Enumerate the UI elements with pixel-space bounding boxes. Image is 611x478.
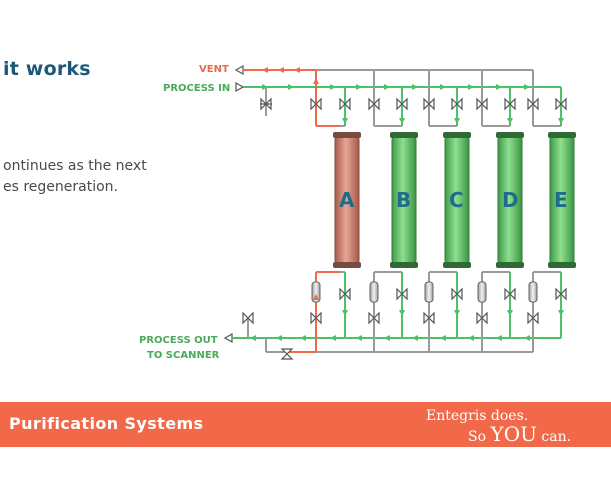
regen-flow-path [290, 70, 340, 353]
valve-icon [310, 97, 322, 111]
valve-icons [242, 97, 567, 360]
valve-icon [451, 287, 463, 301]
branch-arrows [342, 118, 564, 316]
filter-canister [528, 281, 538, 303]
body-line-2: es regeneration. [3, 179, 119, 195]
process-out-label: PROCESS OUT [139, 335, 218, 346]
tagline-can: can. [536, 429, 572, 445]
valve-icon [555, 287, 567, 301]
column-a-label: A [339, 188, 355, 212]
valve-icon [423, 311, 435, 325]
valve-icon [504, 287, 516, 301]
process-out-connector-icon [223, 332, 233, 344]
flow-arrows [250, 67, 530, 341]
valve-icon [396, 287, 408, 301]
filter-canisters [311, 281, 538, 303]
vent-connector-icon [234, 64, 244, 76]
valve-icon [310, 311, 322, 325]
column-c-label: C [449, 188, 464, 212]
valve-icon [242, 311, 254, 325]
process-in-connector-icon [235, 81, 245, 93]
to-scanner-label: TO SCANNER [147, 350, 220, 361]
valve-icon [527, 311, 539, 325]
body-line-1: ontinues as the next [3, 158, 147, 174]
tagline-line-1: Entegris does. [426, 408, 529, 424]
column-e-label: E [554, 188, 568, 212]
valve-icon [451, 97, 463, 111]
body-text: ontinues as the next es regeneration. [3, 156, 147, 198]
regen-arrows [313, 78, 319, 300]
column-b-label: B [396, 188, 411, 212]
valve-icon [555, 97, 567, 111]
column-a: A [333, 132, 361, 268]
column-e: E [548, 132, 576, 268]
footer-bar: Purification Systems Entegris does. So Y… [0, 402, 611, 447]
slide-title: it works [3, 58, 91, 80]
valve-icon [260, 97, 272, 111]
valve-icon [476, 97, 488, 111]
column-c: C [443, 132, 471, 268]
valve-icon [339, 287, 351, 301]
valve-icon [504, 97, 516, 111]
filter-canister [477, 281, 487, 303]
column-d-label: D [502, 188, 519, 212]
filter-canister [369, 281, 379, 303]
valve-icon [280, 348, 294, 360]
valve-icon [476, 311, 488, 325]
purifier-flow-diagram: VENT PROCESS IN PROCESS OUT TO SCANNER [139, 64, 576, 361]
valve-icon [527, 97, 539, 111]
column-b: B [390, 132, 418, 268]
valve-icon [423, 97, 435, 111]
process-in-label: PROCESS IN [163, 83, 230, 94]
valve-icon [396, 97, 408, 111]
tagline-so: So [468, 429, 491, 445]
active-flow-paths [344, 87, 562, 338]
tagline-line-2: So YOU can. [468, 422, 571, 446]
column-d: D [496, 132, 524, 268]
valve-icon [368, 311, 380, 325]
footer-label: Purification Systems [9, 414, 204, 433]
tagline-you: YOU [490, 422, 537, 446]
valve-icon [339, 97, 351, 111]
vent-label: VENT [199, 64, 229, 75]
filter-canister [424, 281, 434, 303]
filter-canister [311, 281, 321, 303]
valve-icon [368, 97, 380, 111]
